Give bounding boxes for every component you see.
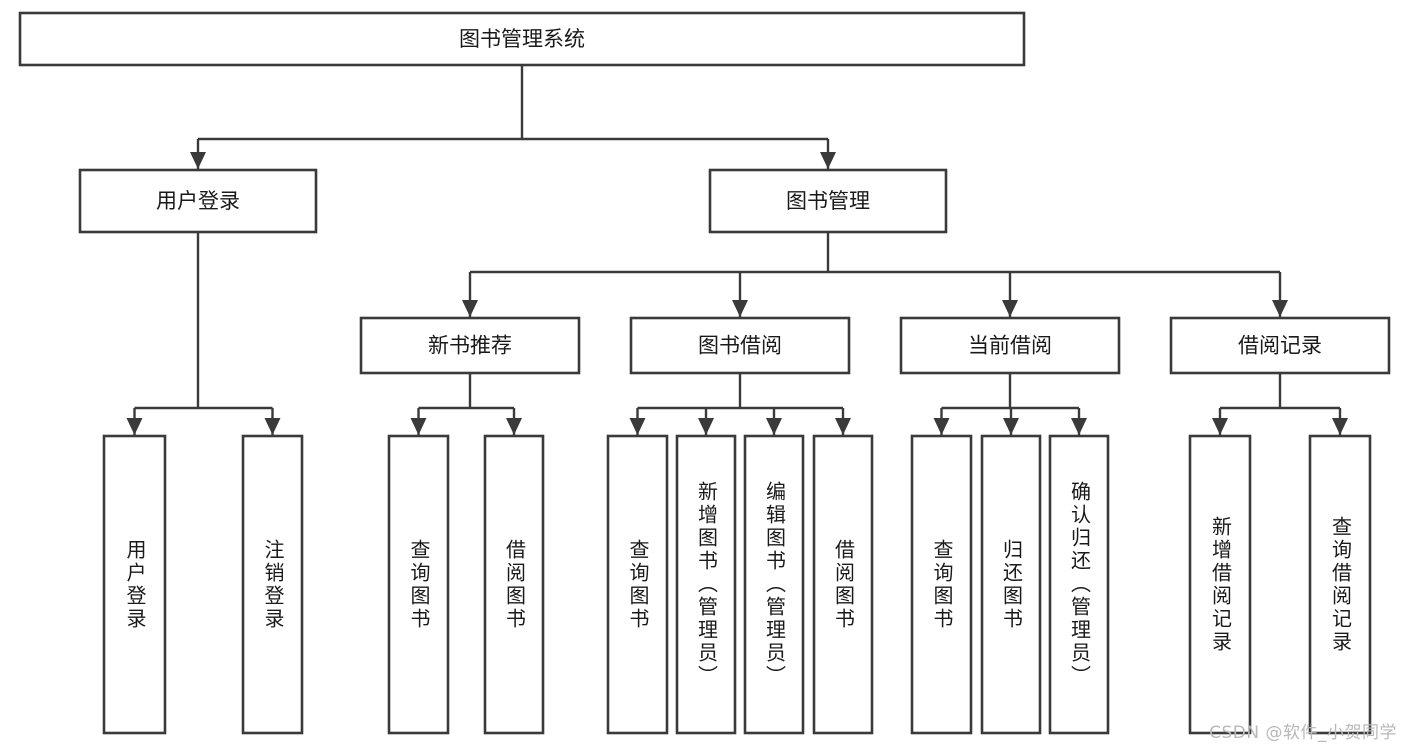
node-box-borrow-record[interactable]	[1169, 316, 1391, 375]
node-box-leaf-query-record[interactable]	[1308, 434, 1372, 735]
node-box-leaf-borrow-book-2[interactable]	[812, 434, 874, 735]
node-box-leaf-confirm-return[interactable]	[1048, 434, 1110, 735]
arrow-head-icon	[933, 418, 950, 435]
arrow-head-icon	[126, 418, 143, 435]
node-box-book-management[interactable]	[708, 168, 948, 234]
arrow-head-icon	[1332, 418, 1348, 435]
node-label-new-book-recommend: 新书推荐	[428, 334, 512, 358]
node-label-root: 图书管理系统	[459, 27, 585, 51]
arrow-head-icon	[1003, 418, 1019, 435]
node-box-leaf-user-login[interactable]	[102, 434, 167, 735]
node-box-leaf-edit-book[interactable]	[743, 434, 805, 735]
node-label-borrow-record: 借阅记录	[1238, 334, 1322, 358]
node-box-leaf-add-record[interactable]	[1188, 434, 1252, 735]
arrow-head-icon	[506, 418, 522, 435]
arrow-head-icon	[264, 418, 281, 435]
node-box-layer	[18, 11, 1391, 735]
node-label-book-borrow: 图书借阅	[698, 334, 782, 358]
node-label-book-management: 图书管理	[786, 189, 870, 213]
node-box-leaf-user-logout[interactable]	[241, 434, 304, 735]
arrow-head-icon	[1272, 300, 1288, 317]
node-box-leaf-query-book-2[interactable]	[606, 434, 669, 735]
node-label-current-borrow: 当前借阅	[968, 334, 1052, 358]
node-box-leaf-add-book[interactable]	[675, 434, 737, 735]
arrow-head-icon	[629, 418, 646, 435]
watermark-text: CSDN @软件_小贺同学	[1209, 723, 1397, 743]
arrow-head-icon	[766, 418, 782, 435]
node-box-leaf-return-book[interactable]	[980, 434, 1042, 735]
arrow-head-icon	[732, 300, 748, 317]
node-label-user-login: 用户登录	[156, 189, 240, 213]
arrow-head-icon	[410, 418, 427, 435]
node-box-new-book-recommend[interactable]	[359, 316, 581, 375]
node-box-leaf-query-book-1[interactable]	[387, 434, 450, 735]
arrow-head-icon	[190, 152, 206, 169]
node-box-current-borrow[interactable]	[899, 316, 1121, 375]
node-box-user-login[interactable]	[78, 168, 318, 234]
arrow-head-icon	[1212, 418, 1228, 435]
arrow-head-icon	[698, 418, 714, 435]
node-box-leaf-query-book-3[interactable]	[910, 434, 973, 735]
node-box-leaf-borrow-book-1[interactable]	[483, 434, 545, 735]
arrow-head-icon	[1071, 418, 1087, 435]
arrow-head-icon	[835, 418, 851, 435]
arrow-head-icon	[462, 300, 478, 317]
arrow-head-icon	[1002, 300, 1018, 317]
node-box-book-borrow[interactable]	[629, 316, 851, 375]
node-box-root[interactable]	[18, 11, 1026, 67]
connector-layer	[126, 65, 1348, 435]
arrow-head-icon	[820, 152, 836, 169]
